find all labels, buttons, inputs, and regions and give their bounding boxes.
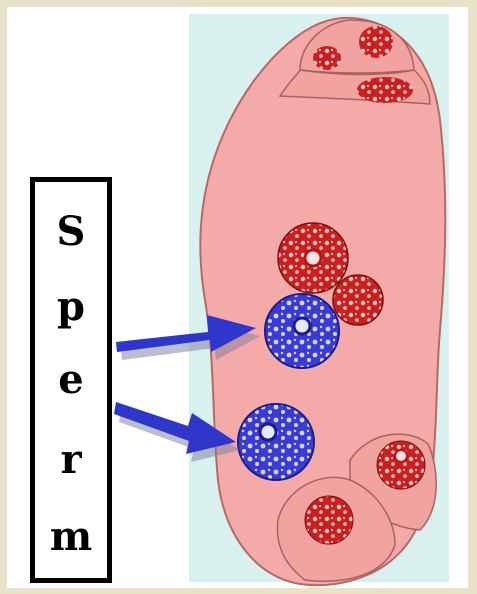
- sperm-label-box: S p e r m: [30, 177, 112, 583]
- top-nucleus-2: [359, 26, 393, 58]
- label-letter: S: [35, 212, 107, 252]
- egg-nucleus-left: [305, 496, 353, 544]
- label-letter: m: [35, 517, 107, 557]
- egg-nucleus-right-ring: [395, 450, 407, 462]
- top-nucleus-1: [313, 46, 341, 70]
- label-letter: e: [35, 360, 107, 400]
- label-letter: p: [35, 287, 107, 327]
- label-letter: r: [35, 440, 107, 480]
- polar-nucleus-2: [333, 275, 383, 325]
- sperm-nucleus-upper-ring: [294, 318, 310, 334]
- sperm-nucleus-lower: [238, 404, 314, 480]
- polar-nucleus-ring: [305, 250, 321, 266]
- egg-nucleus-right: [377, 441, 425, 489]
- top-nucleus-3: [357, 77, 413, 103]
- sperm-nucleus-lower-ring: [260, 424, 276, 440]
